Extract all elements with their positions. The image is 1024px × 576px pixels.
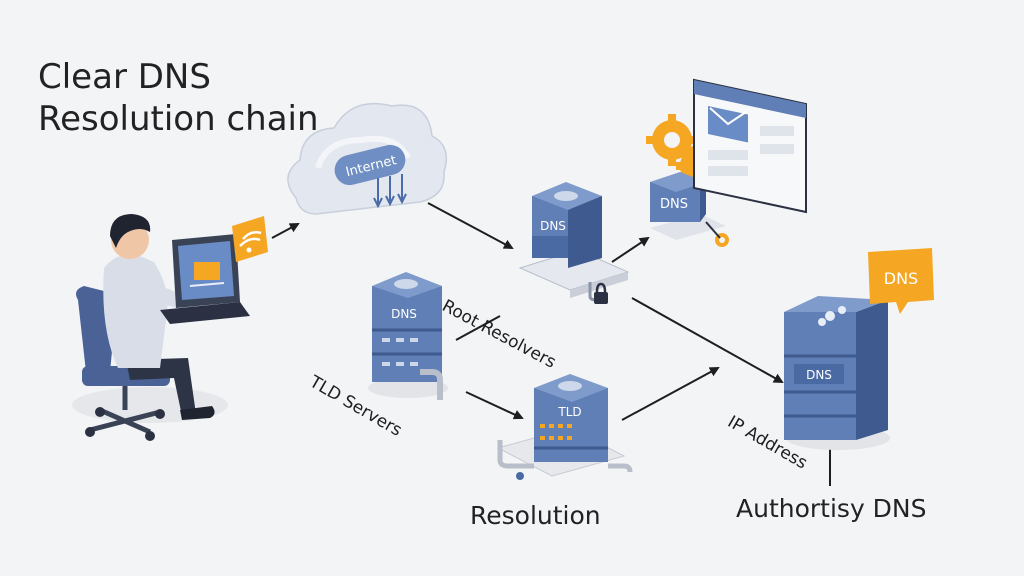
title-line-2: Resolution chain (38, 99, 319, 139)
server-icon (650, 172, 726, 240)
arrow-tld-to-authoritative (621, 367, 720, 421)
browser-window-icon (693, 78, 807, 214)
dns-badge-top: DNS (540, 219, 566, 233)
line-tld-to-root (455, 315, 501, 341)
dns-bubble-label: DNS (884, 269, 918, 288)
resolution-label: Resolution (470, 501, 601, 530)
wifi-signal-icon (232, 216, 268, 262)
speech-bubble-icon (868, 248, 934, 314)
server-icon (368, 272, 448, 400)
arrow-internet-to-dns (427, 202, 514, 249)
dns-badge-gear: DNS (660, 197, 688, 212)
arrow-dns-to-gear (611, 236, 650, 263)
arrow-user-to-internet (271, 223, 300, 239)
arrow-dns-to-authoritative (631, 297, 784, 383)
person-at-laptop-icon (72, 214, 250, 441)
arrow-server-to-tld (465, 391, 524, 420)
authoritative-dns-label: Authortisy DNS (736, 494, 927, 523)
lock-icon (594, 282, 608, 304)
server-icon (784, 296, 890, 450)
server-icon (496, 374, 633, 480)
dns-badge-mid: DNS (391, 307, 417, 321)
diagram-title: Clear DNS Resolution chain (38, 56, 319, 140)
server-icon (518, 182, 630, 302)
tld-badge: TLD (557, 405, 581, 419)
cloud-icon (287, 102, 447, 215)
dns-badge-auth: DNS (806, 368, 832, 382)
title-line-1: Clear DNS (38, 57, 211, 97)
connectors (271, 202, 831, 486)
